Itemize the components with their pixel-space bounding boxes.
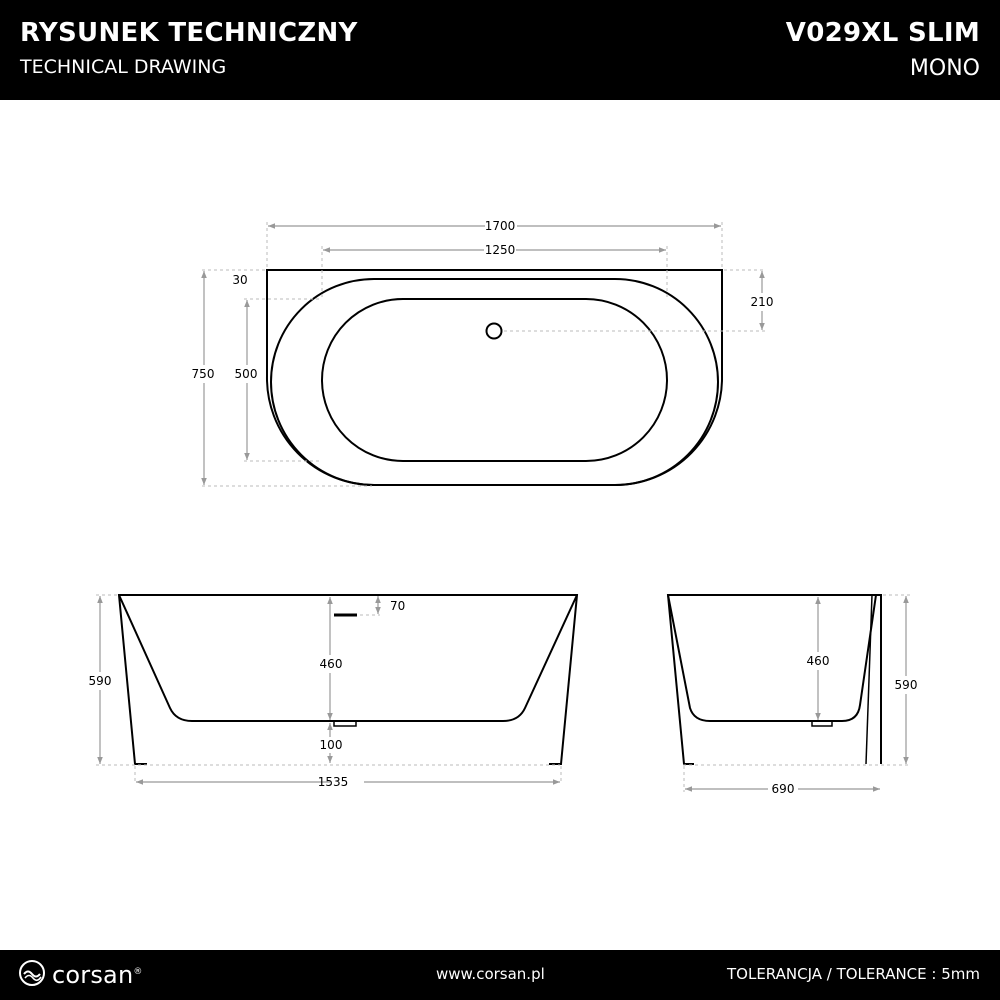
- header: RYSUNEK TECHNICZNY TECHNICAL DRAWING V02…: [0, 0, 1000, 100]
- dim-drain-offset: 210: [751, 295, 774, 309]
- front-view: 70 460 590 100 1535: [89, 594, 579, 789]
- side-inner-basin: [667, 594, 877, 722]
- dim-inner-width: 500: [235, 367, 258, 381]
- dim-side-total-height: 590: [895, 678, 918, 692]
- website-link[interactable]: www.corsan.pl: [436, 965, 545, 983]
- drawing-subtitle: TECHNICAL DRAWING: [20, 56, 227, 78]
- dim-front-inner-depth: 460: [320, 657, 343, 671]
- footer: corsan® www.corsan.pl TOLERANCJA / TOLER…: [0, 950, 1000, 1000]
- side-inner-wall: [865, 594, 873, 765]
- dim-side-inner-depth: 460: [807, 654, 830, 668]
- drain-hole: [485, 322, 503, 340]
- brand-logo: corsan®: [18, 959, 143, 991]
- basin-outline: [321, 298, 668, 462]
- front-outer-shell: [117, 594, 579, 765]
- side-view: 460 590 690: [666, 594, 918, 796]
- dim-total-width: 750: [192, 367, 215, 381]
- dim-total-length: 1700: [485, 219, 516, 233]
- dim-base-width: 690: [772, 782, 795, 796]
- tolerance-note: TOLERANCJA / TOLERANCE : 5mm: [727, 965, 980, 983]
- side-outer-shell: [666, 594, 882, 765]
- brand-name: corsan: [52, 961, 134, 989]
- tub-outer-outline: [265, 269, 724, 486]
- top-view: 1700 1250 30 210 750 500: [192, 219, 774, 487]
- registered-mark-icon: ®: [133, 967, 143, 977]
- front-drain: [333, 720, 357, 727]
- tub-rim-outline: [270, 278, 719, 486]
- dim-front-total-height: 590: [89, 674, 112, 688]
- dim-base-length: 1535: [318, 775, 349, 789]
- side-drain: [811, 720, 833, 727]
- drawing-title: RYSUNEK TECHNICZNY: [20, 18, 358, 48]
- dim-inner-length: 1250: [485, 243, 516, 257]
- dim-overflow-height: 70: [390, 599, 405, 613]
- dim-drain-height: 100: [320, 738, 343, 752]
- model-variant: MONO: [909, 56, 980, 81]
- waves-icon: [18, 959, 46, 991]
- model-name: V029XL SLIM: [785, 18, 980, 48]
- dim-wall-thickness: 30: [232, 273, 247, 287]
